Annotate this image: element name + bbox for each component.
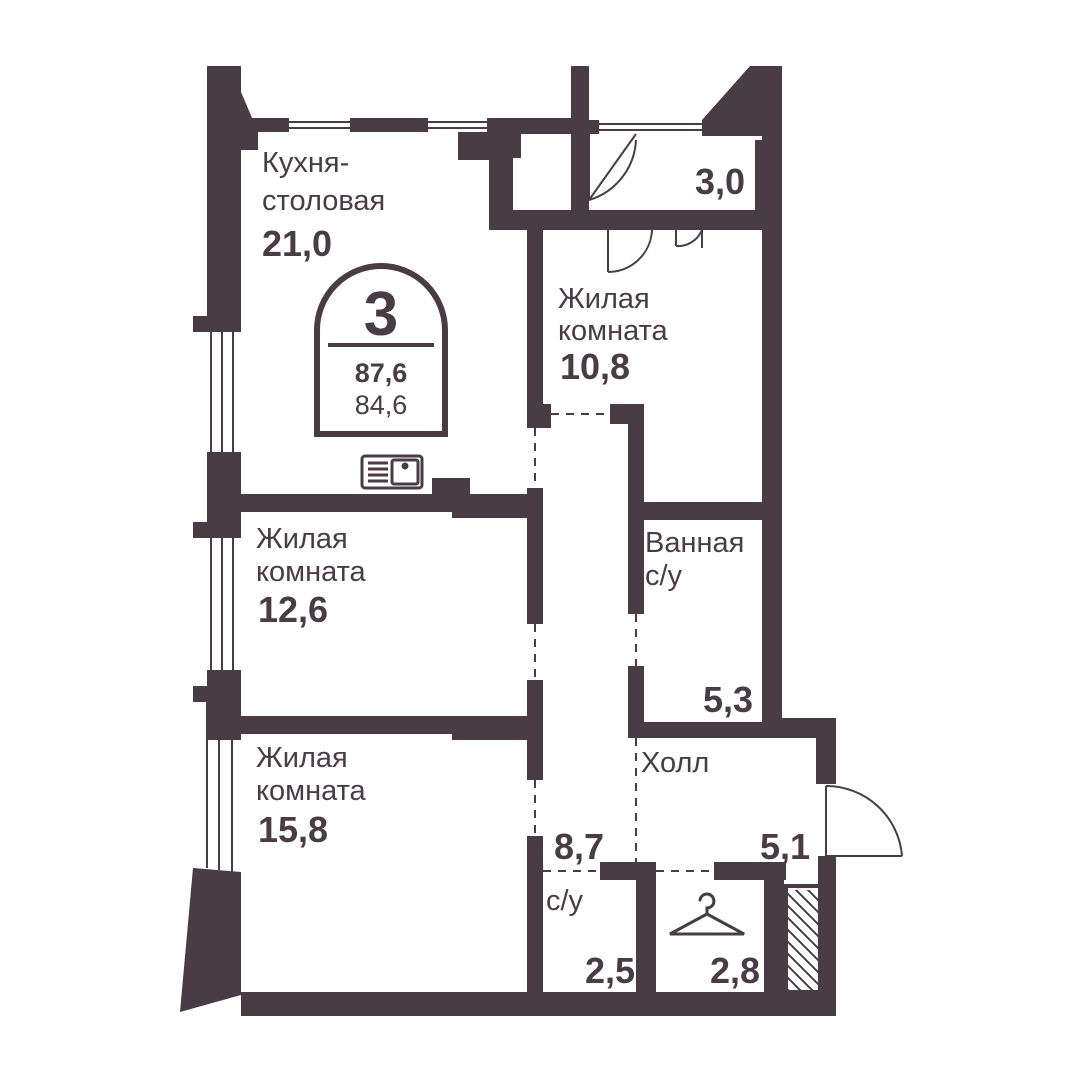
room-hall: Холл 5,1: [641, 747, 810, 867]
wall-wardrobe-right: [764, 862, 784, 1006]
wardrobe-area: 2,8: [710, 950, 760, 991]
wall-right-entry-bottom: [818, 856, 836, 1016]
corridor-area: 8,7: [554, 826, 604, 867]
wall-corner-top-right: [702, 66, 782, 230]
windows-left: [206, 332, 234, 872]
room-balcony: 3,0: [695, 161, 745, 202]
hanger-icon: [669, 892, 745, 936]
wall-left-stub-3: [193, 686, 241, 702]
kitchen-area: 21,0: [262, 223, 332, 264]
wc-name: с/у: [546, 885, 584, 917]
kitchen-name-2: столовая: [262, 185, 385, 217]
wall-corridor-left-1: [527, 228, 543, 428]
bedroom-b-area: 12,6: [258, 589, 328, 630]
wall-top-k2: [350, 118, 428, 132]
wall-top-k1: [241, 118, 289, 132]
bedroom-a-name-1: Жилая: [558, 283, 650, 315]
wall-left-lower: [180, 868, 241, 1012]
wall-balcony-right-inner: [755, 140, 763, 210]
hatched-shaft-icon: [784, 884, 822, 994]
bedroom-a-area: 10,8: [560, 346, 630, 387]
wall-balcony-left: [489, 118, 513, 230]
wall-bath-top: [644, 502, 762, 520]
wc-area: 2,5: [585, 950, 635, 991]
room-corridor: 8,7: [554, 826, 604, 867]
bedroom-c-name-1: Жилая: [256, 742, 348, 774]
room-wc: с/у 2,5: [546, 885, 635, 991]
balcony-area: 3,0: [695, 161, 745, 202]
room-bedroom-a: Жилая комната 10,8: [558, 283, 669, 387]
wall-left-stub-1: [193, 316, 241, 332]
wall-right-step: [762, 718, 836, 738]
wall-left-mid-2: [207, 670, 241, 740]
living-area: 84,6: [355, 390, 408, 420]
room-bathroom: Ванная с/у 5,3: [645, 527, 753, 720]
wall-left-upper: [207, 66, 241, 316]
wall-niche: [513, 118, 521, 158]
dashed-openings: [534, 413, 714, 872]
bathroom-name-2: с/у: [645, 560, 683, 592]
bedroom-a-name-2: комната: [558, 315, 669, 347]
wall-wc-right: [636, 862, 656, 1006]
bathroom-name-1: Ванная: [645, 527, 744, 559]
sink-icon: [360, 454, 424, 490]
hall-name: Холл: [641, 747, 709, 779]
wall-top-b: [589, 120, 599, 134]
bedroom-c-name-2: комната: [256, 775, 367, 807]
wall-left-mid: [207, 452, 241, 522]
bedroom-b-name-1: Жилая: [256, 523, 348, 555]
room-wardrobe: 2,8: [710, 950, 760, 991]
room-kitchen: Кухня- столовая 21,0: [262, 147, 385, 264]
wall-kitchen-bottom: [241, 494, 441, 512]
wall-balcony-divider: [571, 66, 589, 210]
wall-bath-left: [628, 404, 644, 614]
bathroom-area: 5,3: [703, 679, 753, 720]
room-bedroom-c: Жилая комната 15,8: [256, 742, 367, 850]
wall-left-stub-2: [193, 522, 241, 538]
rooms-count: 3: [364, 280, 398, 349]
wall-right-entry-top: [816, 738, 836, 784]
wall-wc-top: [600, 862, 640, 880]
wall-balcony-top-a: [513, 118, 575, 134]
wall-corridor-left-4: [527, 836, 543, 1006]
wall-balcony-bottom: [513, 210, 763, 230]
wall-top-right: [702, 120, 762, 136]
bedroom-c-area: 15,8: [258, 809, 328, 850]
apartment-badge: 3 87,6 84,6: [314, 263, 448, 437]
wall-right: [762, 230, 782, 718]
wall-corridor-left-2: [527, 488, 543, 624]
bedroom-b-name-2: комната: [256, 556, 367, 588]
door-icon: [588, 133, 903, 857]
walls: [180, 66, 836, 1016]
windows-top: [289, 121, 702, 131]
room-bedroom-b: Жилая комната 12,6: [256, 523, 367, 630]
wall-kitchen-stub: [458, 132, 490, 160]
wall-bath-bottom: [628, 722, 762, 738]
kitchen-name-1: Кухня-: [262, 147, 349, 179]
total-area: 87,6: [355, 358, 408, 388]
wall-bath-left-2: [628, 666, 644, 738]
hall-area: 5,1: [760, 826, 810, 867]
